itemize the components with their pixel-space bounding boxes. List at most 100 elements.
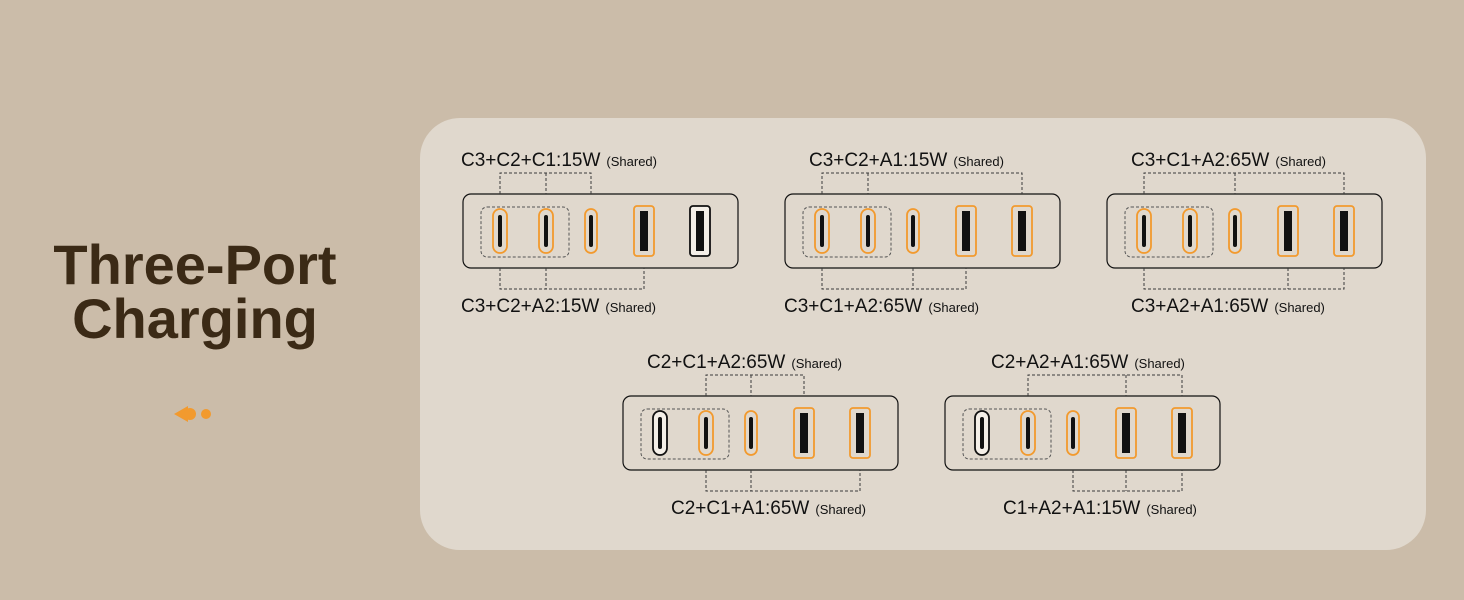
port-pin <box>962 211 970 251</box>
usb-c-port-2-icon <box>1182 208 1198 254</box>
combination-text: C3+C2+C1:15W <box>461 150 600 171</box>
port-pin <box>589 215 593 247</box>
charger-diagram-4: C2+C1+A2:65W (Shared) C2+C1+A1:65W (Shared) <box>622 352 899 519</box>
usb-c-port-3-icon <box>584 208 598 254</box>
usb-c-port-2-icon <box>698 410 714 456</box>
top-combination-label: C3+C1+A2:65W (Shared) <box>1131 150 1326 171</box>
usb-c-port-3-icon <box>744 410 758 456</box>
port-pin <box>640 211 648 251</box>
usb-c-port-3-icon <box>1066 410 1080 456</box>
indicator-arrow <box>174 406 188 422</box>
top-connector <box>705 374 805 396</box>
port-pin <box>704 417 708 449</box>
bottom-connector <box>1072 470 1183 492</box>
charger-body <box>784 193 1061 269</box>
bottom-combination-label: C3+C1+A2:65W (Shared) <box>784 296 979 317</box>
usb-a-port-2-icon <box>1333 205 1355 257</box>
top-combination-label: C2+A2+A1:65W (Shared) <box>991 352 1185 373</box>
bottom-combination-label: C2+C1+A1:65W (Shared) <box>671 498 866 519</box>
diagram-panel <box>420 118 1426 550</box>
port-pin <box>1018 211 1026 251</box>
shared-note: (Shared) <box>1274 300 1325 315</box>
shared-note: (Shared) <box>815 502 866 517</box>
bottom-combination-label: C1+A2+A1:15W (Shared) <box>1003 498 1197 519</box>
headline: Three-Port Charging <box>30 233 360 350</box>
charger-body <box>1106 193 1383 269</box>
port-pin <box>800 413 808 453</box>
combination-text: C2+A2+A1:65W <box>991 352 1128 373</box>
shared-note: (Shared) <box>928 300 979 315</box>
charger-diagram-5: C2+A2+A1:65W (Shared) C1+A2+A1:15W (Shared) <box>944 352 1221 519</box>
usb-c-port-1-icon <box>1136 208 1152 254</box>
headline-line-2: Charging <box>72 287 318 350</box>
port-pin <box>980 417 984 449</box>
shared-note: (Shared) <box>1275 154 1326 169</box>
port-pin <box>911 215 915 247</box>
port-pin <box>749 417 753 449</box>
usb-a-port-1-icon <box>793 407 815 459</box>
top-connector <box>1143 172 1345 194</box>
shared-note: (Shared) <box>953 154 1004 169</box>
port-pin <box>1142 215 1146 247</box>
usb-a-port-1-icon <box>633 205 655 257</box>
combination-text: C3+C1+A2:65W <box>784 296 922 317</box>
bottom-connector <box>499 268 645 290</box>
shared-port-group <box>802 206 892 258</box>
top-combination-label: C2+C1+A2:65W (Shared) <box>647 352 842 373</box>
combination-text: C1+A2+A1:15W <box>1003 498 1140 519</box>
usb-c-port-2-icon <box>538 208 554 254</box>
usb-a-port-1-icon <box>955 205 977 257</box>
shared-port-group <box>962 408 1052 460</box>
top-connector <box>821 172 1023 194</box>
combination-text: C2+C1+A1:65W <box>671 498 809 519</box>
port-pin <box>1122 413 1130 453</box>
bottom-combination-label: C3+C2+A2:15W (Shared) <box>461 296 656 317</box>
port-pin <box>1178 413 1186 453</box>
port-pin <box>856 413 864 453</box>
usb-c-port-2-icon <box>1020 410 1036 456</box>
charger-body <box>944 395 1221 471</box>
port-pin <box>1340 211 1348 251</box>
shared-note: (Shared) <box>791 356 842 371</box>
charger-diagram-2: C3+C2+A1:15W (Shared) C3+C1+A2:65W (Shared) <box>784 150 1061 317</box>
shared-note: (Shared) <box>1134 356 1185 371</box>
port-pin <box>658 417 662 449</box>
usb-a-port-1-icon <box>1115 407 1137 459</box>
top-connector <box>1027 374 1183 396</box>
shared-note: (Shared) <box>606 154 657 169</box>
bottom-connector <box>705 470 861 492</box>
headline-line-1: Three-Port <box>53 233 337 296</box>
charger-diagram-3: C3+C1+A2:65W (Shared) C3+A2+A1:65W (Shared) <box>1106 150 1383 317</box>
indicator-dot-large <box>184 408 196 420</box>
shared-note: (Shared) <box>605 300 656 315</box>
combination-text: C3+A2+A1:65W <box>1131 296 1268 317</box>
usb-a-port-2-icon <box>1171 407 1193 459</box>
shared-port-group <box>1124 206 1214 258</box>
usb-c-port-1-icon <box>814 208 830 254</box>
port-pin <box>866 215 870 247</box>
combination-text: C3+C1+A2:65W <box>1131 150 1269 171</box>
combination-text: C3+C2+A1:15W <box>809 150 947 171</box>
shared-port-group <box>640 408 730 460</box>
usb-c-port-1-icon <box>492 208 508 254</box>
port-pin <box>1284 211 1292 251</box>
combination-text: C3+C2+A2:15W <box>461 296 599 317</box>
port-pin <box>544 215 548 247</box>
shared-note: (Shared) <box>1146 502 1197 517</box>
combination-text: C2+C1+A2:65W <box>647 352 785 373</box>
port-pin <box>1071 417 1075 449</box>
usb-c-port-3-icon <box>906 208 920 254</box>
usb-c-port-2-icon <box>860 208 876 254</box>
usb-a-port-1-icon <box>1277 205 1299 257</box>
charger-diagram-1: C3+C2+C1:15W (Shared) C3+C2+A2:15W (Shared) <box>461 150 739 317</box>
port-pin <box>1026 417 1030 449</box>
play-arrow-dot-icon <box>174 406 211 422</box>
indicator-dot <box>201 409 211 419</box>
port-pin <box>1233 215 1237 247</box>
port-pin <box>820 215 824 247</box>
port-pin <box>696 211 704 251</box>
port-pin <box>498 215 502 247</box>
port-pin <box>1188 215 1192 247</box>
charger-body <box>622 395 899 471</box>
